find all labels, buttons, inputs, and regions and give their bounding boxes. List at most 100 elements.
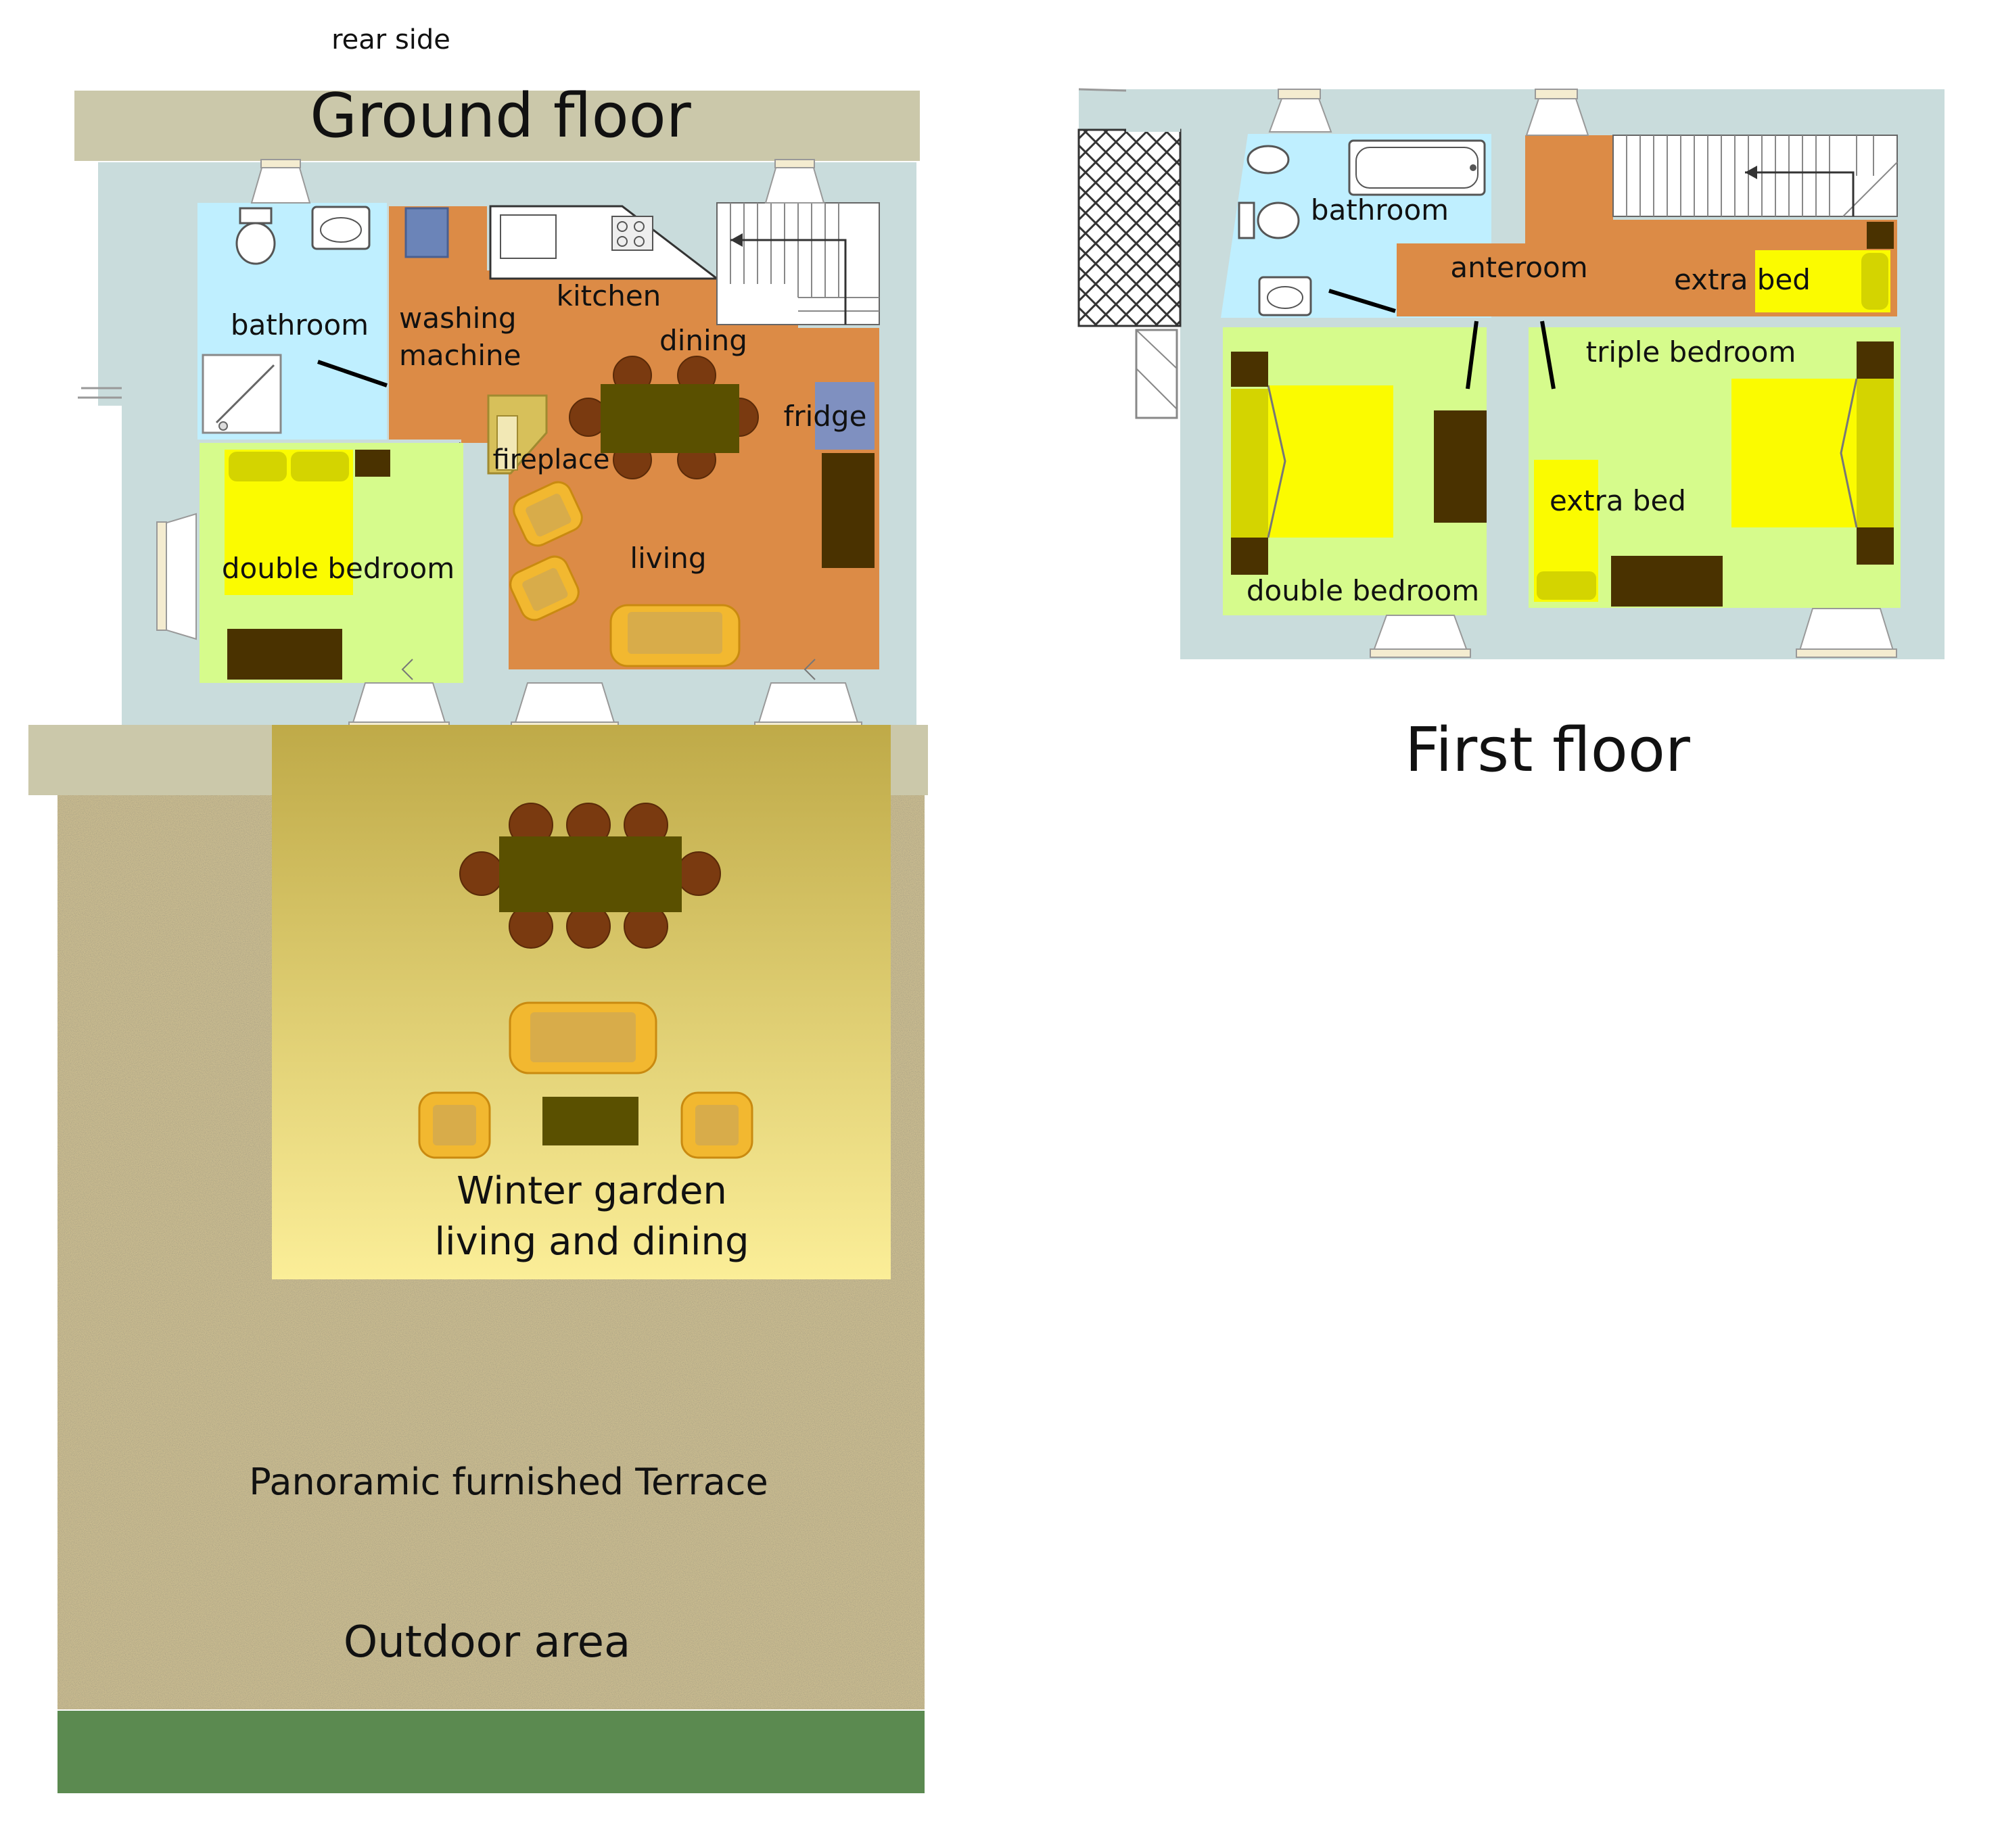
ground-bed-pillow	[291, 452, 349, 481]
first-bathroom-door	[1328, 289, 1396, 313]
winter-garden-dining-set	[459, 803, 721, 949]
first-windows	[1268, 89, 1897, 658]
first-bed-fold	[1267, 385, 1286, 538]
burner-1	[617, 221, 628, 232]
ground-floor-title-beam	[74, 91, 920, 161]
outside-step-line	[1136, 329, 1178, 369]
anteroom-stand	[1867, 222, 1894, 249]
triple-double-bed	[1731, 379, 1857, 527]
fridge-label: fridge	[784, 400, 867, 433]
triple-bedroom-label: triple bedroom	[1586, 335, 1796, 369]
outside-edge	[1078, 88, 1127, 92]
bathroom-door	[317, 360, 388, 387]
fridge-icon	[815, 382, 875, 450]
triple-bed-fold	[1840, 378, 1858, 528]
kitchen-sink-icon	[500, 214, 557, 259]
wg-dining-table	[499, 836, 682, 912]
shower-tray	[202, 354, 282, 434]
triple-extra-bed-label: extra bed	[1550, 484, 1686, 517]
living-label: living	[630, 542, 706, 575]
ground-double-bedroom-label: double bedroom	[222, 552, 455, 585]
burner-3	[617, 236, 628, 247]
ground-bathroom-label: bathroom	[231, 308, 369, 341]
wg-coffee-table	[542, 1097, 638, 1145]
door-swing	[804, 659, 816, 680]
herringbone-paving	[1077, 128, 1182, 327]
outside-step-line	[1136, 368, 1178, 410]
anteroom-label: anteroom	[1450, 251, 1587, 284]
fireplace-label: fireplace	[493, 444, 610, 475]
terrace-label: Panoramic furnished Terrace	[249, 1461, 768, 1503]
bathtub-drain	[1470, 164, 1476, 171]
washing-machine-icon	[404, 207, 449, 258]
washing-machine-label-2: machine	[399, 339, 521, 372]
triple-nightstand	[1857, 527, 1894, 565]
winter-garden-label-1: Winter garden	[457, 1169, 727, 1213]
kitchen-label: kitchen	[557, 279, 661, 312]
outdoor-label: Outdoor area	[344, 1617, 630, 1667]
ground-stair-steps	[730, 203, 879, 312]
burner-2	[634, 221, 645, 232]
first-stair-steps	[1626, 135, 1898, 217]
first-nightstand	[1231, 352, 1268, 387]
first-toilet-tank	[1238, 202, 1255, 239]
wg-chair	[459, 851, 504, 896]
wg-chair	[676, 851, 721, 896]
shower-line	[215, 364, 275, 424]
first-stair-arrowhead	[1745, 166, 1757, 179]
first-stair-arrow	[1745, 171, 1855, 216]
toilet-icon	[235, 222, 276, 265]
toilet-tank	[239, 207, 273, 224]
bidet-icon	[1247, 145, 1290, 174]
living-cabinet	[822, 453, 875, 568]
first-double-bed	[1268, 385, 1393, 538]
outside-wall-wedge	[1126, 89, 1180, 132]
first-toilet-icon	[1257, 202, 1300, 239]
ground-floor	[74, 91, 920, 731]
living-seating	[509, 481, 741, 667]
door-swing	[401, 659, 413, 680]
first-wardrobe	[1434, 410, 1487, 523]
sink-basin	[320, 217, 362, 243]
ground-bed-pillow	[229, 452, 287, 481]
first-bed-pillow	[1231, 463, 1268, 538]
terrace-area	[28, 725, 928, 1793]
triple-bed-pillow	[1857, 453, 1894, 527]
anteroom-bed-pillow	[1861, 253, 1888, 310]
burner-4	[634, 236, 645, 247]
triple-bedroom-door	[1540, 321, 1556, 389]
triple-extra-bed-pillow	[1537, 571, 1596, 600]
fireplace-opening	[496, 415, 518, 471]
ground-floor-title: Ground floor	[310, 80, 691, 151]
anteroom-extra-bed-label: extra bed	[1674, 263, 1811, 296]
dining-table	[601, 384, 739, 453]
shower-drain	[218, 421, 228, 431]
cooktop-icon	[611, 216, 653, 251]
first-bedroom-door	[1466, 321, 1479, 389]
triple-bed-pillow	[1857, 379, 1894, 453]
washing-machine-label-1: washing	[399, 302, 517, 335]
first-bed-pillow	[1231, 389, 1268, 463]
ground-stair-arrowhead	[730, 233, 743, 247]
winter-garden-seating	[418, 1001, 753, 1159]
first-double-bedroom-label: double bedroom	[1247, 574, 1479, 607]
ground-stair-arrow	[730, 239, 847, 325]
ground-nightstand	[355, 450, 390, 477]
bathtub-basin	[1355, 147, 1479, 189]
bathtub-icon	[1348, 139, 1486, 196]
ground-wardrobe	[227, 629, 342, 680]
winter-garden-label-2: living and dining	[434, 1220, 749, 1264]
first-bathroom-label: bathroom	[1311, 193, 1449, 227]
triple-nightstand	[1857, 341, 1894, 379]
rear-side-label: rear side	[331, 24, 450, 55]
lawn	[57, 1711, 925, 1793]
dining-set	[569, 356, 759, 479]
dining-label: dining	[659, 324, 747, 357]
labels: rear side Ground floor bathroom washing …	[222, 24, 1811, 1667]
first-nightstand	[1231, 538, 1268, 575]
triple-dresser	[1611, 556, 1723, 607]
first-sink-basin	[1267, 286, 1303, 309]
first-floor-title: First floor	[1405, 715, 1690, 786]
first-floor	[1077, 88, 1945, 659]
